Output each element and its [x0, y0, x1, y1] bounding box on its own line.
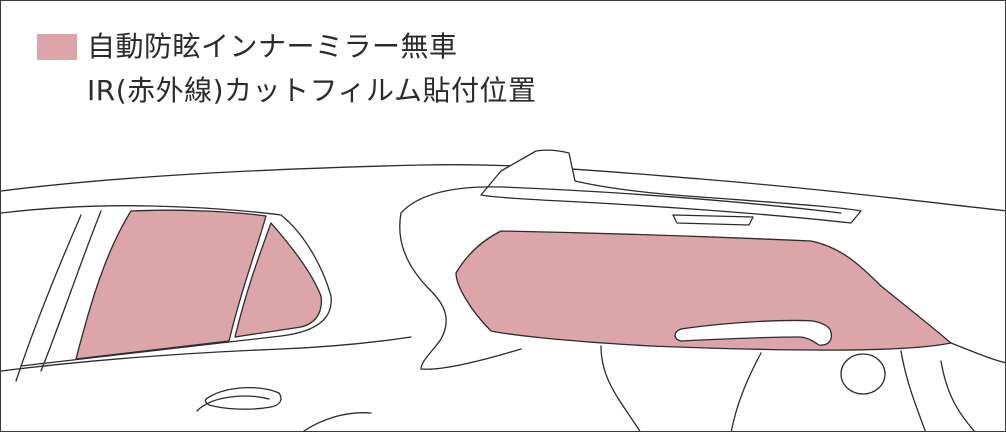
window-pillar-inner	[40, 210, 102, 372]
legend-row-film: 自動防眩インナーミラー無車	[37, 27, 536, 67]
rear-door-frame	[1, 205, 332, 367]
rear-windshield-film	[455, 230, 952, 351]
quarter-window-film	[234, 222, 323, 338]
legend-subtitle: IR(赤外線)カットフィルム貼付位置	[87, 74, 537, 108]
legend: 自動防眩インナーミラー無車 IR(赤外線)カットフィルム貼付位置	[37, 27, 536, 111]
bumper-line-right	[940, 360, 976, 431]
rear-door-window-film	[75, 209, 267, 360]
rear-wiper	[674, 319, 833, 346]
film-color-swatch	[37, 34, 77, 60]
door-handle	[204, 387, 282, 410]
window-pillar-outer	[15, 214, 82, 382]
legend-row-subtitle: IR(赤外線)カットフィルム貼付位置	[37, 71, 536, 111]
body-crease	[730, 352, 762, 431]
legend-title: 自動防眩インナーミラー無車	[87, 30, 458, 64]
stop-light	[672, 214, 754, 226]
body-crease-2	[900, 350, 926, 431]
body-upper-line	[400, 186, 842, 214]
rear-emblem	[840, 353, 886, 395]
wheel-arch	[302, 412, 372, 431]
tailgate-lower-line	[600, 345, 641, 431]
tailgate-edge	[950, 342, 1005, 364]
c-pillar-line	[399, 212, 522, 370]
door-handle-recess	[196, 395, 270, 412]
roof-spoiler	[480, 149, 862, 224]
body-shoulder-line	[1, 336, 412, 372]
